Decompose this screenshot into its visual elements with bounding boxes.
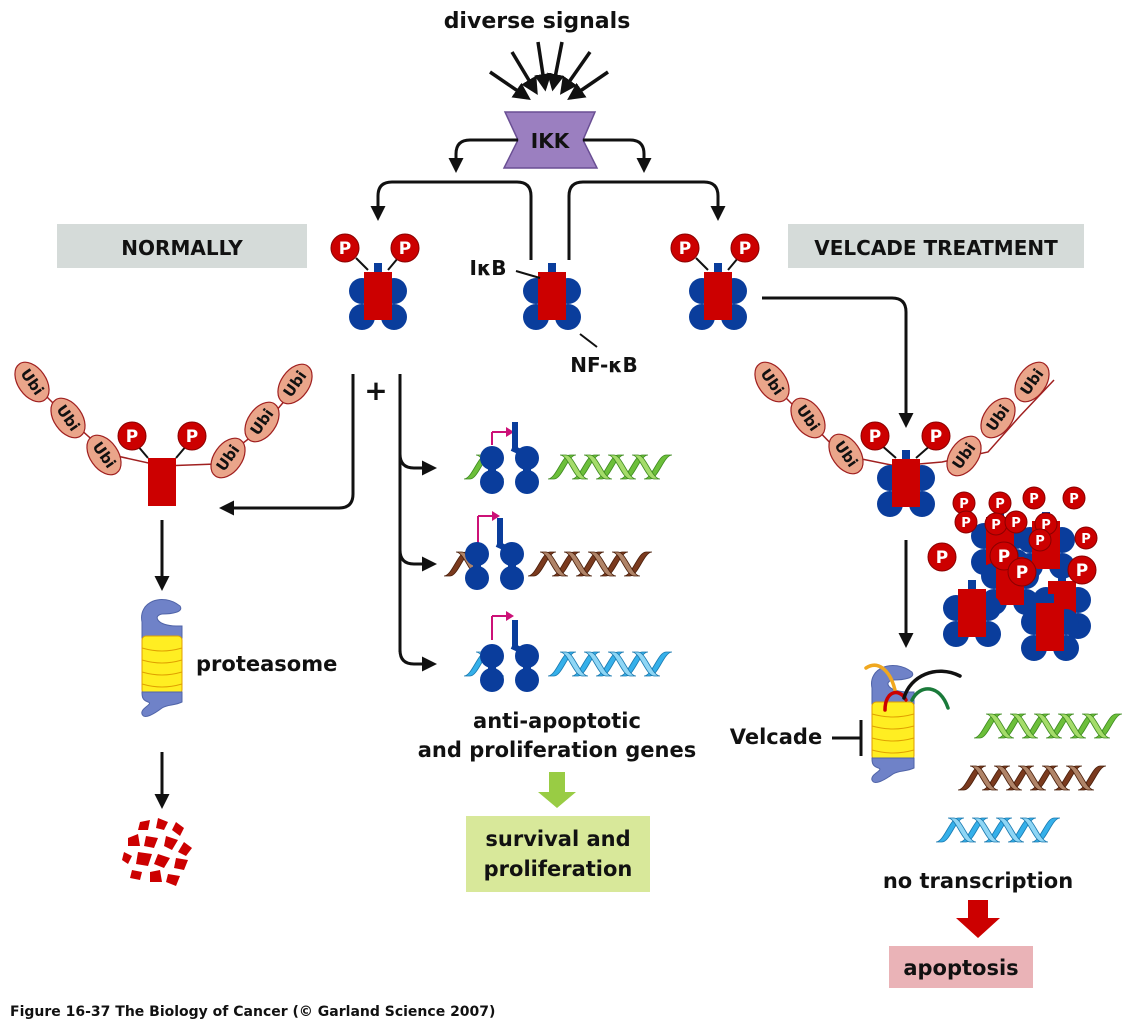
velcade-label: Velcade (730, 725, 822, 749)
survival-label-line1: survival and (485, 827, 630, 851)
dna-green-untranscribed (973, 713, 1123, 739)
ubiquitinated-complex-velcade (747, 355, 1057, 517)
no-transcription-label: no transcription (883, 869, 1073, 893)
survival-box: survival and proliferation (466, 816, 650, 892)
stuck-polypeptides (864, 663, 962, 712)
ikk-branch-arrows (370, 138, 726, 260)
genes-label-line2: and proliferation genes (418, 738, 696, 762)
velcade-treatment-label: VELCADE TREATMENT (814, 236, 1058, 260)
gene-row-blue (463, 611, 673, 692)
genes-label-line1: anti-apoptotic (473, 709, 641, 733)
proteasome-label: proteasome (196, 652, 337, 676)
apoptosis-arrow (956, 900, 1000, 938)
dna-brown-untranscribed (957, 765, 1107, 791)
signal-arrows (489, 41, 609, 100)
velcade-inhibition-symbol (832, 720, 863, 756)
degraded-fragments (122, 818, 192, 886)
nfkb-label: NF-κB (570, 353, 638, 377)
apoptosis-box: apoptosis (889, 946, 1033, 988)
figure-caption: Figure 16-37 The Biology of Cancer (© Ga… (10, 1004, 495, 1020)
phosphorylated-complex-right (670, 233, 760, 330)
normally-banner: NORMALLY (57, 224, 307, 268)
proteasome-normal (141, 598, 183, 717)
ikk-label: IKK (531, 129, 571, 153)
velcade-treatment-banner: VELCADE TREATMENT (788, 224, 1084, 268)
apoptosis-label: apoptosis (903, 956, 1018, 980)
dna-blue-untranscribed (935, 817, 1061, 843)
gene-row-green (463, 422, 673, 494)
accumulated-complexes (927, 486, 1098, 661)
arrow-to-ubiquitination-velcade (762, 296, 914, 428)
gene-row-brown (443, 511, 653, 590)
arrow-to-ubiquitination-normal (219, 374, 355, 516)
diverse-signals-label: diverse signals (444, 9, 631, 34)
ikb-label: IκB (470, 256, 507, 280)
ikb-nfkb-complex: IκB NF-κB (470, 256, 638, 377)
phosphorylated-complex-left (330, 233, 420, 330)
survival-label-line2: proliferation (484, 857, 633, 881)
normally-label: NORMALLY (121, 236, 243, 260)
arrows-to-genes (398, 374, 437, 672)
plus-sign: + (364, 374, 387, 407)
survival-arrow (538, 772, 576, 808)
ubiquitinated-ikb-normal (7, 355, 320, 506)
ikk-kinase: IKK (502, 111, 599, 169)
